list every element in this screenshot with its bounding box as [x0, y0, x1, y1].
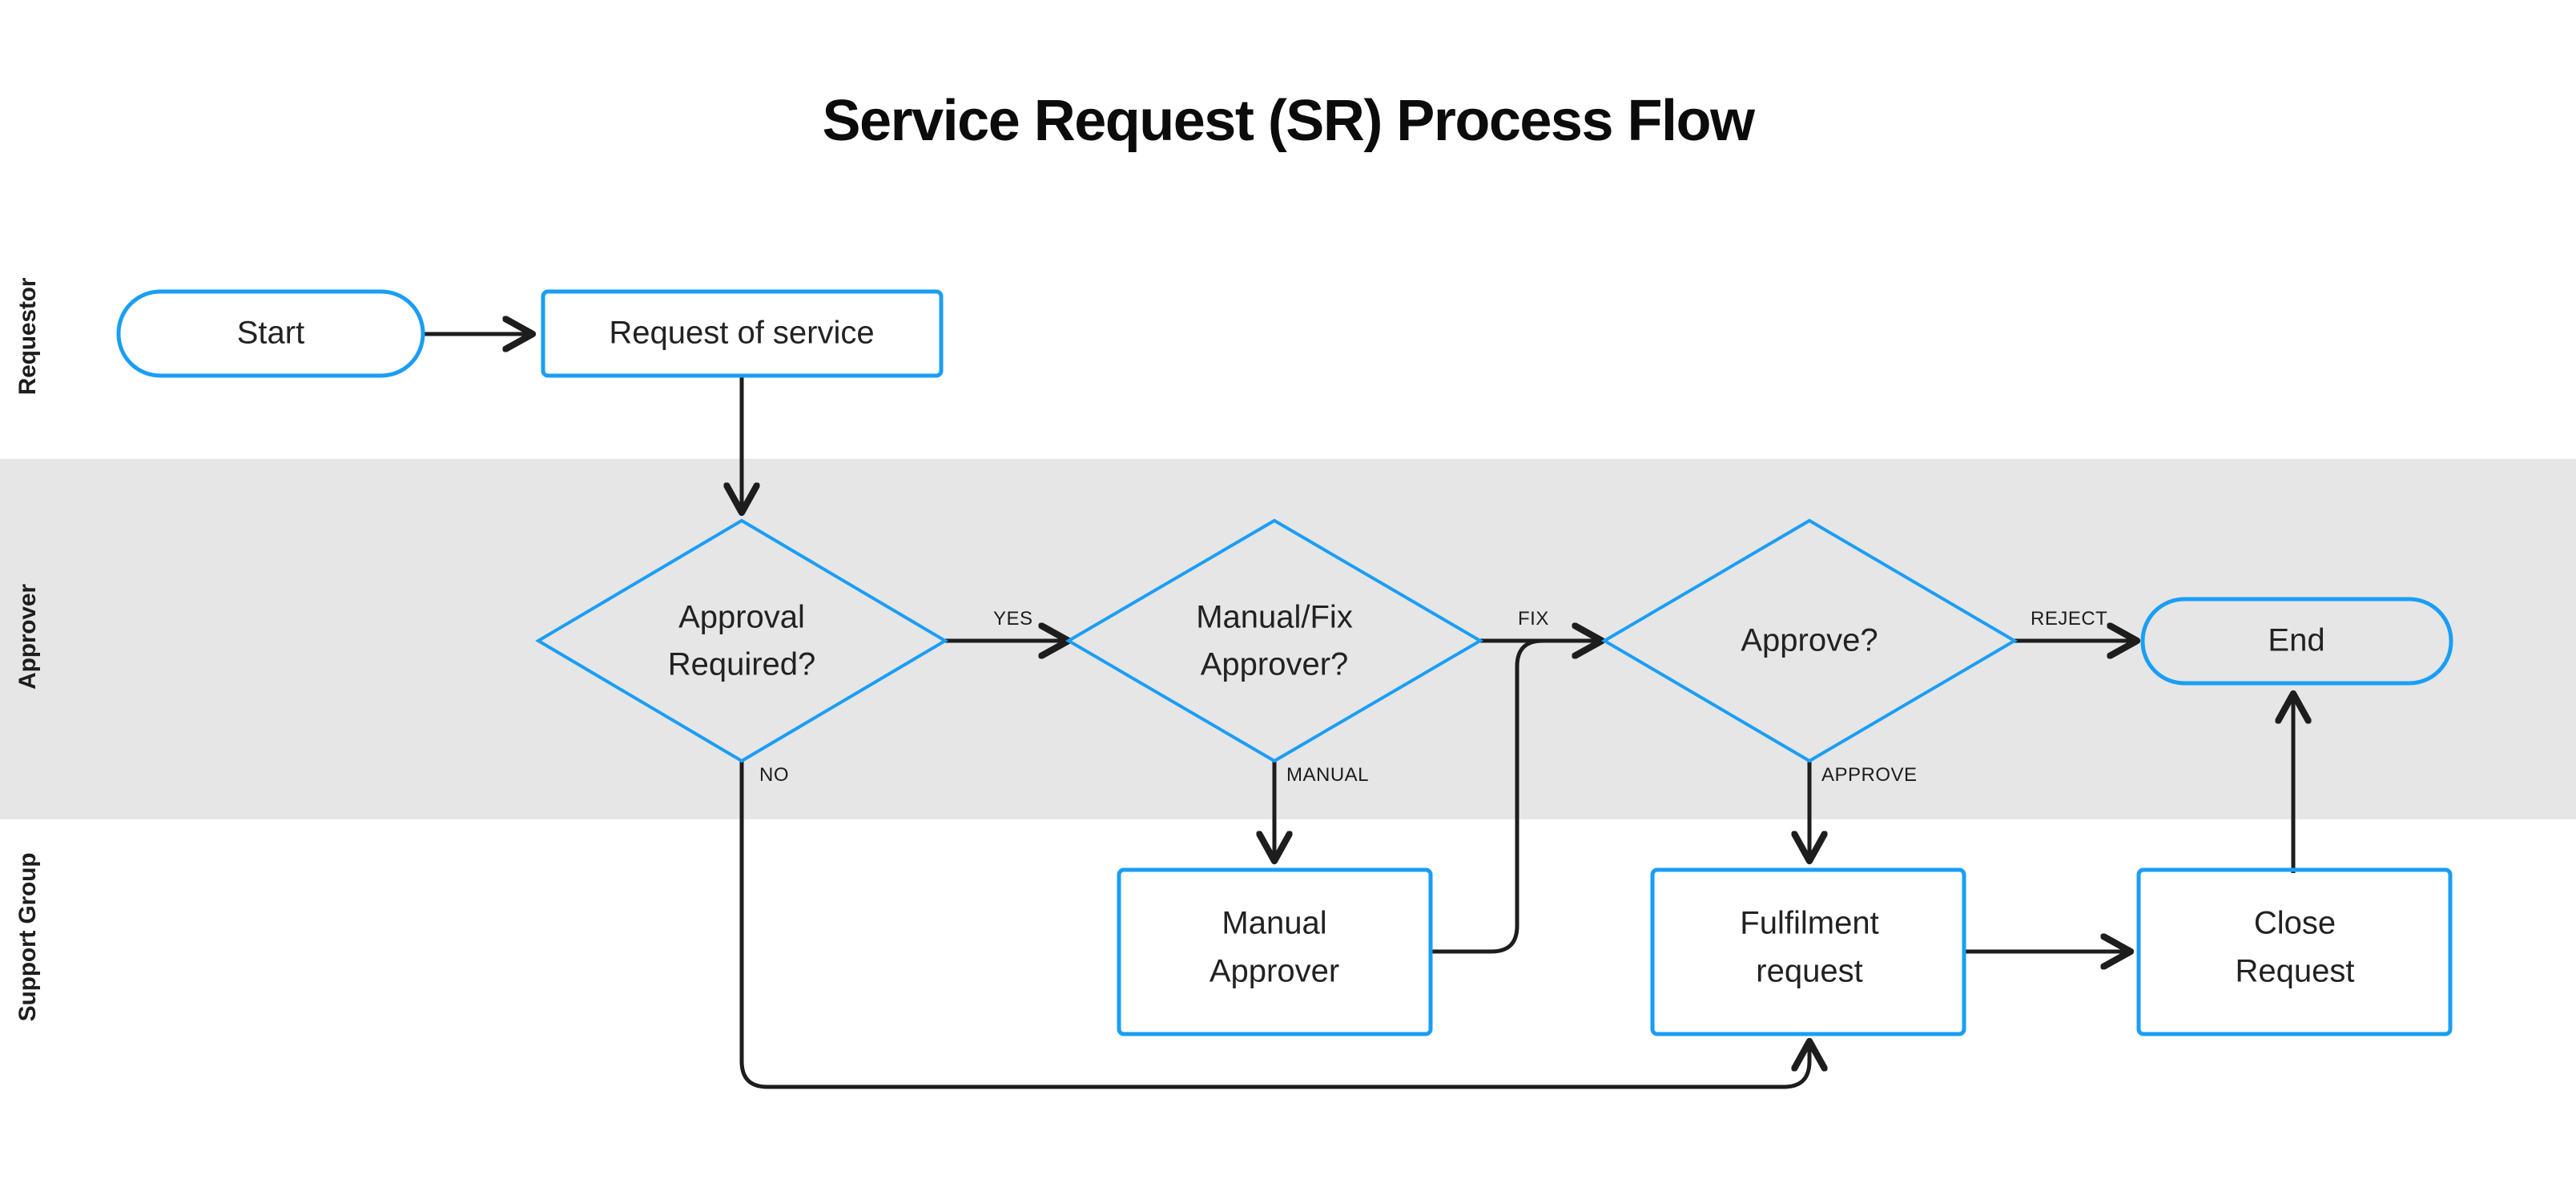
edge-label-reject: REJECT — [2031, 608, 2107, 630]
node-request-of-service[interactable]: Request of service — [541, 289, 944, 378]
node-end[interactable]: End — [2140, 597, 2453, 686]
edge-label-manual: MANUAL — [1286, 764, 1369, 786]
node-fulfilment-request-label-line1: Fulfilment — [1740, 906, 1878, 941]
page-title: Service Request (SR) Process Flow — [822, 89, 1755, 153]
edge-label-fix: FIX — [1518, 608, 1549, 630]
node-manual-fix-approver[interactable]: Manual/Fix Approver? — [1065, 518, 1483, 763]
node-close-request[interactable]: Close Request — [2136, 867, 2453, 1036]
edge-manual-fix-to-approve: FIX — [1480, 608, 1602, 641]
node-end-label: End — [2268, 623, 2324, 658]
node-fulfilment-request-label-line2: request — [1756, 954, 1862, 989]
node-approval-required-label-line2: Required? — [668, 647, 816, 682]
edge-approve-to-end: REJECT — [2015, 608, 2137, 641]
node-fulfilment-request[interactable]: Fulfilment request — [1650, 867, 1966, 1036]
edge-approve-to-fulfilment: APPROVE — [1809, 761, 1918, 861]
node-approval-required-label-line1: Approval — [678, 600, 805, 635]
edge-label-approve: APPROVE — [1821, 764, 1918, 786]
node-manual-approver-label-line1: Manual — [1222, 906, 1326, 941]
node-manual-fix-approver-label-line1: Manual/Fix — [1196, 600, 1353, 635]
node-approve[interactable]: Approve? — [1601, 518, 2018, 763]
edge-label-yes: YES — [993, 608, 1033, 630]
edge-approval-required-to-manual-fix: YES — [945, 608, 1069, 641]
node-request-of-service-label: Request of service — [609, 316, 874, 351]
edge-approval-required-to-fulfilment: NO — [739, 761, 1809, 1089]
edge-manual-approver-to-approve — [1431, 638, 1602, 954]
edge-label-no: NO — [759, 764, 789, 786]
node-approve-label: Approve? — [1741, 623, 1878, 658]
node-close-request-label-line1: Close — [2254, 906, 2336, 941]
node-start-label: Start — [237, 316, 304, 351]
node-manual-approver[interactable]: Manual Approver — [1117, 867, 1433, 1036]
node-start[interactable]: Start — [116, 289, 425, 378]
node-manual-approver-label-line2: Approver — [1210, 954, 1339, 989]
edge-manual-fix-to-manual-approver: MANUAL — [1274, 761, 1369, 861]
node-close-request-label-line2: Request — [2236, 954, 2355, 989]
swimlane-band-approver — [0, 459, 2576, 819]
node-manual-fix-approver-label-line2: Approver? — [1201, 647, 1349, 682]
node-approval-required[interactable]: Approval Required? — [535, 518, 948, 763]
